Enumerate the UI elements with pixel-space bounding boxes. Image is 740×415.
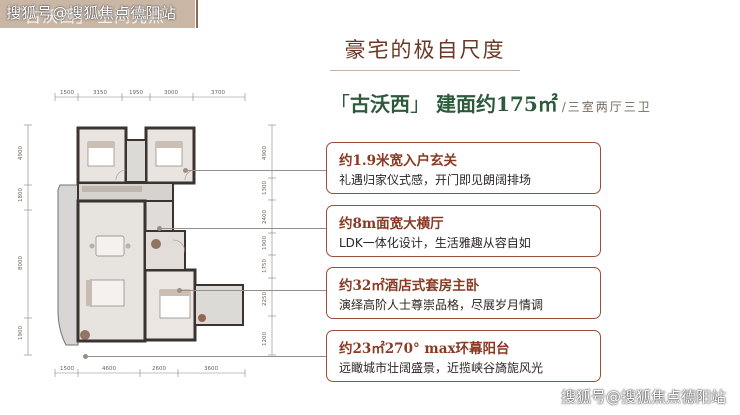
title-divider	[330, 70, 520, 71]
watermark-top: 搜狐号@搜狐焦点德阳站	[6, 4, 177, 22]
watermark-bottom: 搜狐号@搜狐焦点德阳站	[560, 388, 726, 406]
balcony-area	[57, 184, 79, 346]
feature-card-entrance: 约1.9米宽入户玄关 礼遇归家仪式感，开门即见朗阔排场	[326, 142, 601, 194]
top-dimension-line	[54, 93, 246, 101]
bottom-dim-1: 1500	[60, 366, 74, 372]
right-dim-5: 1750	[262, 259, 268, 273]
bottom-dim-4: 3600	[204, 366, 218, 372]
top-dim-2: 3150	[93, 90, 107, 96]
furniture	[80, 141, 206, 340]
left-dimension-line	[24, 124, 32, 356]
right-dim-4: 1900	[262, 236, 268, 250]
header-banner: 「古沃西」· 空间亮点 搜狐号@搜狐焦点德阳站	[0, 0, 195, 28]
connector-3	[180, 290, 326, 291]
right-dim-3: 2400	[262, 210, 268, 224]
left-dim-4: 1900	[18, 326, 24, 340]
right-dim-2: 1300	[262, 181, 268, 195]
bottom-dimension-line	[54, 369, 246, 377]
banner-divider	[196, 0, 198, 28]
feature-title: 约32㎡酒店式套房主卧	[339, 278, 480, 294]
connector-1	[186, 170, 326, 171]
feature-desc: 远瞰城市壮阔盛景，近揽峡谷旖旎风光	[339, 361, 544, 375]
top-dim-3: 1950	[129, 90, 143, 96]
connector-dot-4	[83, 354, 88, 359]
page-title: 豪宅的极自尺度	[344, 38, 506, 62]
top-dim-5: 3700	[211, 90, 225, 96]
left-dim-2: 1800	[18, 188, 24, 202]
feature-desc: 礼遇归家仪式感，开门即见朗阔排场	[339, 173, 532, 187]
connector-2	[160, 228, 326, 229]
bottom-dim-2: 4600	[102, 366, 116, 372]
connector-dot-1	[183, 168, 188, 173]
right-dim-1: 4900	[262, 146, 268, 160]
subtitle-layout: /三室两厅三卫	[561, 100, 652, 114]
floor-plan: 1500 3150 1950 3000 3700 1500 4600 2600 …	[18, 90, 276, 377]
bottom-dim-3: 2600	[152, 366, 166, 372]
feature-card-balcony: 约23㎡270° max环幕阳台 远瞰城市壮阔盛景，近揽峡谷旖旎风光	[326, 330, 601, 382]
left-dim-1: 4900	[18, 146, 24, 160]
feature-title: 约1.9米宽入户玄关	[339, 153, 457, 169]
connector-dot-3	[177, 288, 182, 293]
left-dim-3: 8000	[18, 256, 24, 270]
subtitle-name: 古沃西	[350, 92, 410, 116]
connector-4	[86, 356, 326, 357]
subtitle-bracket-right: 」	[410, 92, 430, 116]
feature-title: 约8m面宽大横厅	[339, 216, 444, 232]
right-dimension-line	[268, 124, 276, 356]
subtitle-bracket-left: 「	[330, 92, 350, 116]
subtitle: 「古沃西」建面约175㎡/三室两厅三卫	[330, 88, 652, 117]
feature-card-master: 约32㎡酒店式套房主卧 演绎高阶人士尊崇品格，尽展岁月情调	[326, 267, 601, 319]
feature-card-living: 约8m面宽大横厅 LDK一体化设计，生活雅趣从容自如	[326, 205, 601, 257]
top-dim-4: 3000	[164, 90, 178, 96]
feature-title: 约23㎡270° max环幕阳台	[339, 341, 510, 357]
connector-dot-2	[157, 226, 162, 231]
right-dim-7: 1200	[262, 332, 268, 346]
right-dim-6: 2250	[262, 292, 268, 306]
feature-desc: 演绎高阶人士尊崇品格，尽展岁月情调	[339, 298, 544, 312]
feature-desc: LDK一体化设计，生活雅趣从容自如	[339, 236, 531, 250]
top-dim-1: 1500	[60, 90, 74, 96]
banner-text: 「古沃西」· 空间亮点	[8, 7, 166, 26]
subtitle-area: 建面约175㎡	[436, 92, 558, 116]
